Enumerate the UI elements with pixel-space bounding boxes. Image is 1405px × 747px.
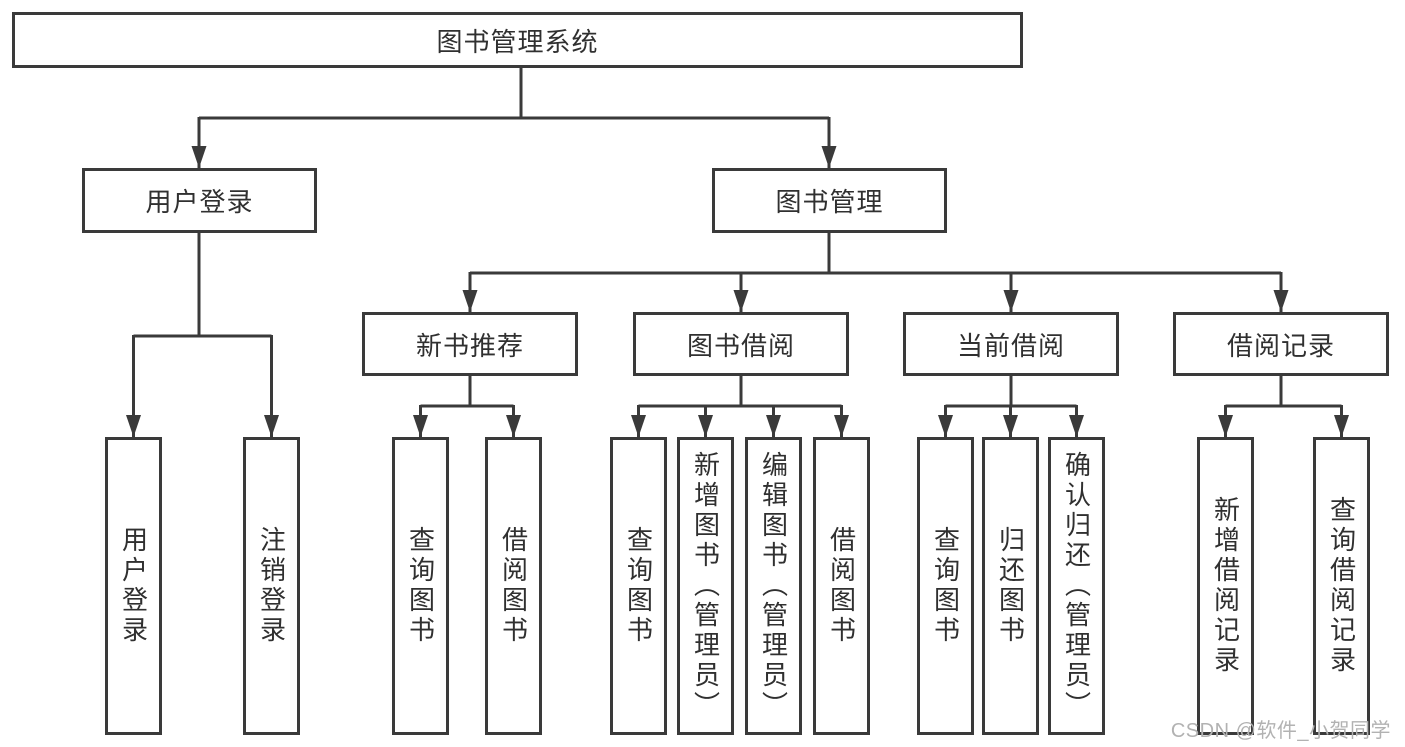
node-new-book-recommendation: 新书推荐 xyxy=(362,312,578,376)
leaf-borrow-books-1: 借阅图书 xyxy=(485,437,542,735)
leaf-query-borrow-record: 查询借阅记录 xyxy=(1313,437,1370,735)
leaf-edit-book-admin: 编辑图书（管理员） xyxy=(745,437,802,735)
leaf-logout: 注销登录 xyxy=(243,437,300,735)
leaf-return-book: 归还图书 xyxy=(982,437,1039,735)
leaf-query-books-2: 查询图书 xyxy=(610,437,667,735)
leaf-user-login: 用户登录 xyxy=(105,437,162,735)
leaf-label: 借阅图书 xyxy=(498,526,529,646)
leaf-add-book-admin: 新增图书（管理员） xyxy=(677,437,734,735)
leaf-query-books-3: 查询图书 xyxy=(917,437,974,735)
node-current-borrowing: 当前借阅 xyxy=(903,312,1119,376)
leaf-label: 归还图书 xyxy=(995,526,1026,646)
leaf-label: 注销登录 xyxy=(256,526,287,646)
leaf-label: 借阅图书 xyxy=(826,526,857,646)
node-book-borrowing: 图书借阅 xyxy=(633,312,849,376)
node-borrowing-records: 借阅记录 xyxy=(1173,312,1389,376)
leaf-label: 查询图书 xyxy=(930,526,961,646)
leaf-confirm-return-admin: 确认归还（管理员） xyxy=(1048,437,1105,735)
leaf-label: 查询图书 xyxy=(623,526,654,646)
node-user-login: 用户登录 xyxy=(82,168,317,233)
node-book-management: 图书管理 xyxy=(712,168,947,233)
leaf-label: 新增借阅记录 xyxy=(1210,496,1241,676)
leaf-borrow-books-2: 借阅图书 xyxy=(813,437,870,735)
leaf-label: 新增图书（管理员） xyxy=(690,451,721,721)
leaf-label: 确认归还（管理员） xyxy=(1061,451,1092,721)
leaf-query-books-1: 查询图书 xyxy=(392,437,449,735)
node-root-system: 图书管理系统 xyxy=(12,12,1023,68)
watermark: CSDN @软件_小贺同学 xyxy=(1170,720,1391,742)
leaf-label: 编辑图书（管理员） xyxy=(758,451,789,721)
leaf-label: 查询借阅记录 xyxy=(1326,496,1357,676)
leaf-label: 用户登录 xyxy=(118,526,149,646)
leaf-add-borrow-record: 新增借阅记录 xyxy=(1197,437,1254,735)
leaf-label: 查询图书 xyxy=(405,526,436,646)
